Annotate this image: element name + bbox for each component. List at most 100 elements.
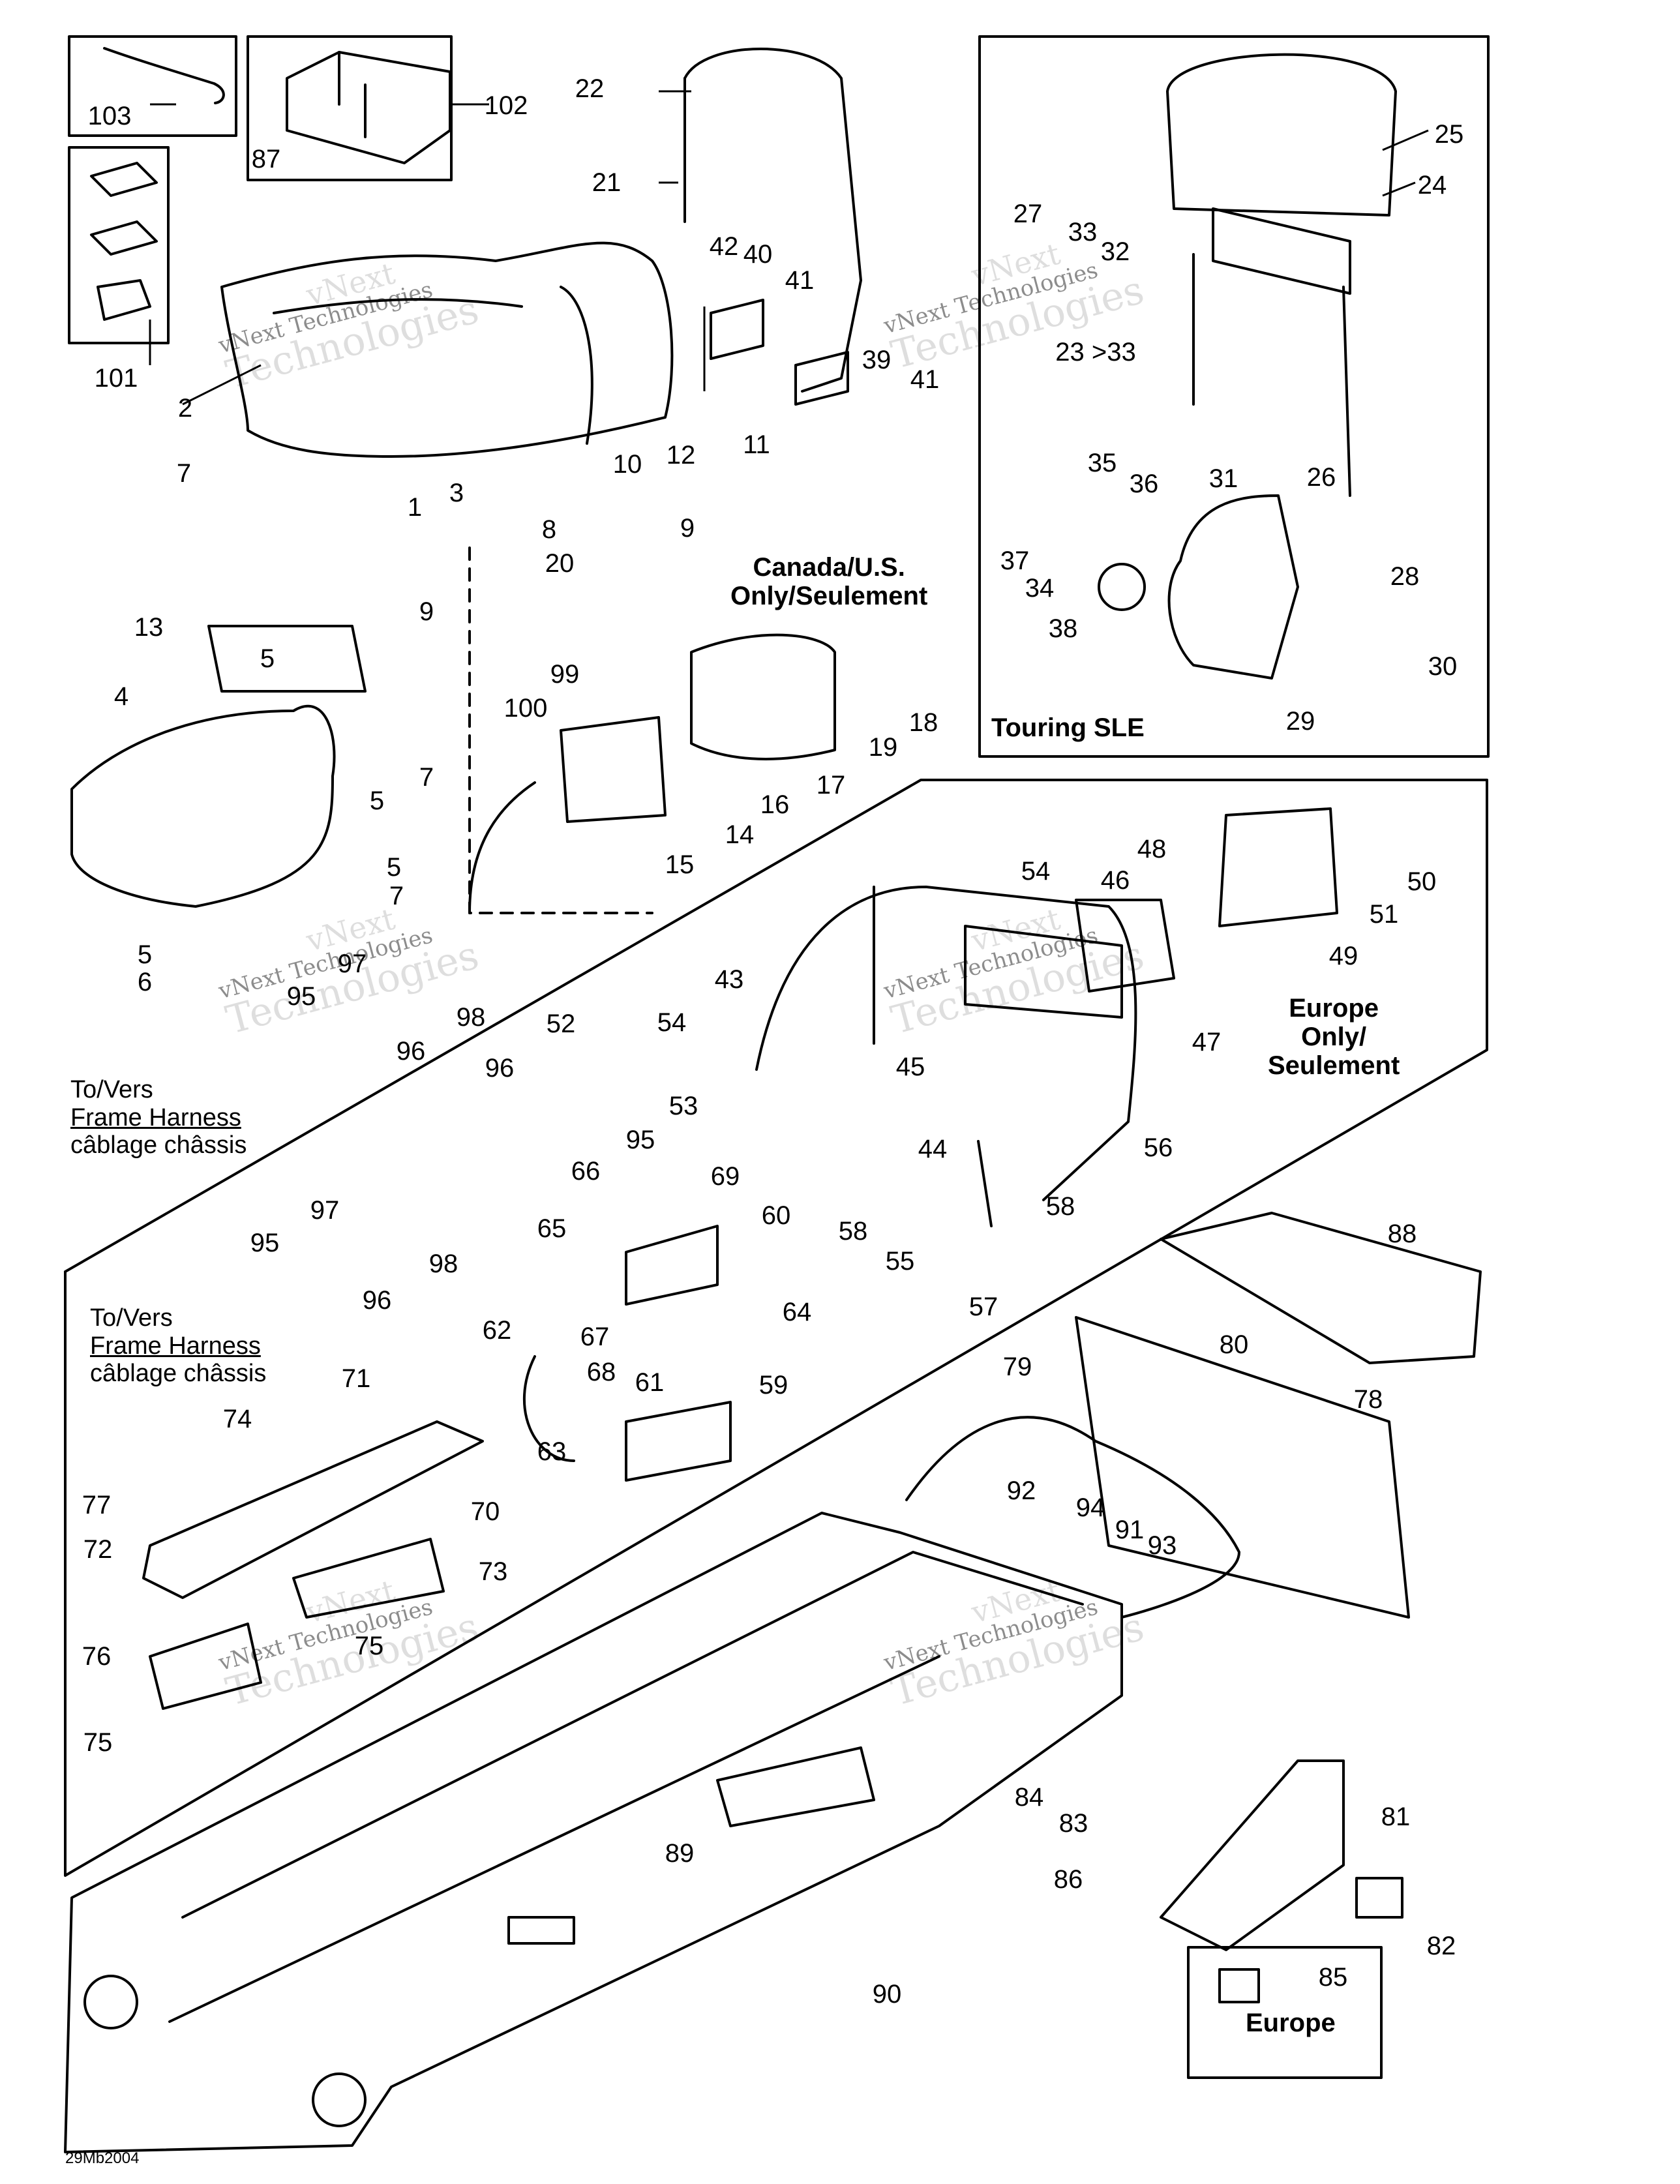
harness-note-fr: câblage châssis (70, 1131, 247, 1159)
part-label-12: 12 (666, 441, 696, 470)
part-label-83: 83 (1058, 1809, 1088, 1838)
part-label-6: 6 (137, 968, 153, 996)
part-label-42: 42 (709, 232, 739, 261)
part-label-34: 34 (1025, 574, 1055, 603)
part-label-89: 89 (665, 1839, 695, 1868)
part-label-8: 8 (541, 515, 557, 544)
part-label-74: 74 (222, 1405, 252, 1433)
part-label-97b: 97 (310, 1196, 340, 1225)
inset-box-101 (68, 146, 170, 344)
part-label-63: 63 (537, 1437, 567, 1466)
part-label-5a: 5 (260, 644, 275, 673)
part-label-96b: 96 (396, 1037, 426, 1066)
part-label-96a: 96 (485, 1054, 515, 1083)
part-label-35: 35 (1087, 449, 1117, 477)
region-title-europe-only: Europe Only/ Seulement (1268, 994, 1400, 1080)
part-label-38: 38 (1048, 614, 1078, 643)
part-label-19: 19 (868, 733, 898, 762)
part-label-30: 30 (1428, 652, 1458, 681)
part-label-55: 55 (885, 1247, 915, 1276)
part-label-47: 47 (1192, 1028, 1222, 1056)
part-label-95c: 95 (250, 1229, 280, 1257)
part-label-78: 78 (1353, 1385, 1383, 1414)
part-label-17: 17 (816, 771, 846, 800)
part-label-41b: 41 (910, 365, 940, 394)
part-label-80: 80 (1219, 1330, 1249, 1359)
part-label-7c: 7 (389, 882, 404, 910)
part-label-5c: 5 (386, 853, 402, 882)
part-label-4: 4 (113, 682, 129, 711)
harness-note-fr: câblage châssis (90, 1360, 267, 1388)
part-label-11: 11 (743, 430, 770, 459)
part-label-88: 88 (1387, 1219, 1417, 1248)
region-title-europe-box: Europe (1246, 2009, 1336, 2037)
part-label-98b: 98 (428, 1249, 458, 1278)
part-label-41a: 41 (785, 266, 815, 295)
part-label-70: 70 (470, 1497, 500, 1526)
region-title-line: Only/Seulement (730, 582, 928, 610)
harness-note-to: To/Vers (90, 1304, 173, 1332)
inset-box-europe (1187, 1946, 1383, 2079)
part-label-21: 21 (592, 168, 622, 197)
part-label-20: 20 (545, 549, 575, 578)
part-label-94: 94 (1075, 1493, 1105, 1522)
region-title-line: Seulement (1268, 1051, 1400, 1080)
part-label-59: 59 (758, 1371, 788, 1399)
part-label-7b: 7 (419, 763, 434, 792)
part-label-98a: 98 (456, 1003, 486, 1032)
harness-note-to: To/Vers (70, 1076, 153, 1103)
part-label-45: 45 (895, 1053, 925, 1081)
part-label-18: 18 (908, 708, 938, 737)
part-label-62: 62 (482, 1316, 512, 1345)
part-label-60: 60 (761, 1201, 791, 1230)
region-title-line: Only/ (1301, 1023, 1367, 1051)
part-label-66: 66 (571, 1157, 601, 1186)
part-label-26: 26 (1306, 463, 1336, 492)
region-title-line: Europe (1289, 994, 1379, 1023)
part-label-82: 82 (1426, 1932, 1456, 1960)
part-label-72: 72 (83, 1535, 113, 1564)
part-label-25: 25 (1434, 120, 1464, 149)
part-label-64: 64 (782, 1298, 812, 1326)
part-label-31: 31 (1208, 464, 1238, 493)
part-label-84: 84 (1014, 1783, 1044, 1812)
part-label-24: 24 (1417, 171, 1447, 200)
part-label-67: 67 (580, 1323, 610, 1351)
part-label-33: 33 (1068, 218, 1098, 247)
part-label-43: 43 (714, 965, 744, 994)
part-label-10: 10 (612, 450, 642, 479)
part-label-51: 51 (1369, 900, 1399, 929)
part-label-90: 90 (872, 1980, 902, 2009)
part-label-79: 79 (1002, 1353, 1032, 1381)
part-label-58a: 58 (1045, 1192, 1075, 1221)
part-label-49: 49 (1328, 942, 1358, 970)
part-label-95a: 95 (286, 982, 316, 1011)
part-label-52: 52 (546, 1010, 576, 1038)
part-label-91: 91 (1115, 1516, 1145, 1544)
part-label-103: 103 (87, 102, 132, 130)
part-label-85: 85 (1318, 1963, 1348, 1992)
part-label-69: 69 (710, 1162, 740, 1191)
part-label-22: 22 (575, 74, 605, 103)
region-title-touring: Touring SLE (991, 713, 1145, 742)
part-label-46: 46 (1100, 866, 1130, 895)
part-label-73: 73 (478, 1557, 508, 1586)
part-label-27: 27 (1013, 200, 1043, 228)
inset-box-touring (978, 35, 1490, 758)
inset-box-103 (68, 35, 237, 137)
panel-europe-frame (64, 779, 1488, 1877)
part-label-5d: 5 (137, 940, 153, 969)
part-label-54a: 54 (1021, 857, 1051, 886)
part-label-37: 37 (1000, 546, 1030, 575)
part-label-86: 86 (1053, 1865, 1083, 1894)
part-label-81: 81 (1381, 1803, 1411, 1831)
harness-note-2: To/Vers Frame Harness câblage châssis (90, 1304, 266, 1388)
part-label-16: 16 (760, 790, 790, 819)
harness-note-en: Frame Harness (90, 1332, 261, 1360)
part-label-9a: 9 (680, 514, 695, 543)
part-label-87: 87 (251, 145, 281, 173)
part-label-71: 71 (341, 1364, 371, 1393)
part-label-44: 44 (918, 1135, 948, 1163)
